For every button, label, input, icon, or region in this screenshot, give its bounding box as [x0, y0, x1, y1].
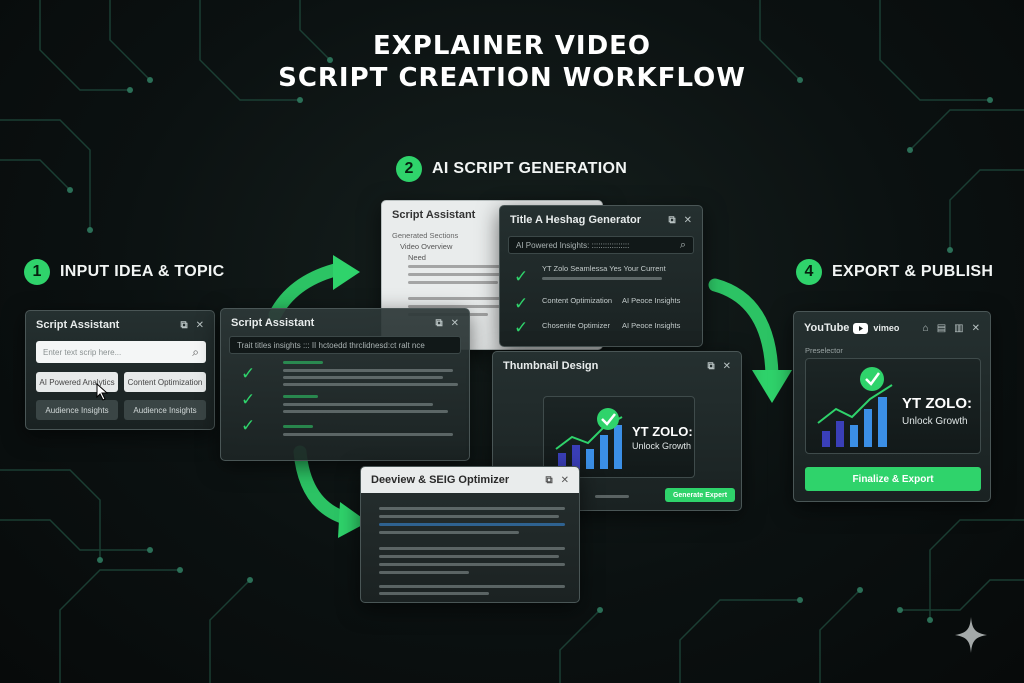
window-icon[interactable]: ⧉: [668, 214, 676, 226]
review-window: Deeview & SEIG Optimizer ⧉ ✕: [360, 466, 580, 603]
window-icon[interactable]: ⧉: [545, 474, 553, 486]
check-icon: ✓: [241, 364, 256, 383]
title-search-input[interactable]: AI Powered Insights: ::::::::::::::::: ⌕: [508, 236, 694, 254]
search-input[interactable]: Enter text scrip here... ⌕: [36, 341, 206, 363]
title-row-1: YT Zolo Seamlessa Yes Your Current: [542, 264, 666, 273]
growth-chart-icon: [817, 367, 893, 447]
step-number: 4: [796, 259, 822, 285]
input-window: Script Assistant ⧉ ✕ Enter text scrip he…: [25, 310, 215, 430]
title-generator-window: Title A Heshag Generator ⧉ ✕ AI Powered …: [499, 205, 703, 347]
window-title: Script Assistant: [231, 317, 315, 329]
section-item: Need: [408, 253, 426, 262]
close-icon[interactable]: ✕: [971, 322, 980, 334]
export-window: YouTube vimeo ⌂ ▤ ▥ ✕ Preselector YT ZOL…: [793, 311, 991, 502]
close-icon[interactable]: ✕: [722, 360, 731, 372]
step-4: 4 EXPORT & PUBLISH: [796, 259, 993, 285]
step-label: AI SCRIPT GENERATION: [432, 160, 628, 177]
title-row-3: Chosenite Optimizer: [542, 321, 610, 330]
check-icon: ✓: [241, 390, 256, 409]
close-icon[interactable]: ✕: [195, 319, 204, 331]
step-number: 2: [396, 156, 422, 182]
close-icon[interactable]: ✕: [450, 317, 459, 329]
finalize-export-button[interactable]: Finalize & Export: [805, 467, 981, 491]
window-icon[interactable]: ⧉: [435, 317, 443, 329]
window-title: Script Assistant: [36, 319, 120, 331]
thumbnail-headline: YT ZOLO:: [632, 424, 693, 439]
close-icon[interactable]: ✕: [683, 214, 692, 226]
step-label: INPUT IDEA & TOPIC: [60, 263, 225, 280]
chip-content-optimization[interactable]: Content Optimization: [124, 372, 206, 392]
search-icon[interactable]: ⌕: [192, 344, 199, 359]
script-assistant-dark: Script Assistant ⧉ ✕ Trait titles insigh…: [220, 308, 470, 461]
check-icon: ✓: [514, 267, 529, 286]
window-title: Deeview & SEIG Optimizer: [371, 474, 510, 486]
chip-audience-insights-2[interactable]: Audience Insights: [124, 400, 206, 420]
window-title: Title A Heshag Generator: [510, 214, 642, 226]
title-row-2-tag: AI Peoce Insights: [622, 296, 681, 305]
cursor-icon: [96, 383, 109, 401]
script-search-input[interactable]: Trait titles insights ::: II hctoedd thr…: [229, 336, 461, 354]
check-icon: ✓: [241, 416, 256, 435]
close-icon[interactable]: ✕: [560, 474, 569, 486]
generate-button[interactable]: Generate Expert: [665, 488, 735, 502]
search-placeholder: Enter text scrip here...: [43, 347, 122, 357]
title-row-2: Content Optimization: [542, 296, 613, 305]
title-line-1: EXPLAINER VIDEO: [372, 31, 652, 61]
chip-audience-insights[interactable]: Audience Insights: [36, 400, 118, 420]
search-text: Trait titles insights ::: II hctoedd thr…: [237, 340, 425, 350]
step-1: 1 INPUT IDEA & TOPIC: [24, 259, 225, 285]
sparkle-icon: [955, 617, 987, 653]
section-item: Video Overview: [400, 242, 453, 251]
title-line-2: SCRIPT CREATION WORKFLOW: [278, 63, 746, 93]
window-icon[interactable]: ⧉: [707, 360, 715, 372]
step-2: 2 AI SCRIPT GENERATION: [396, 156, 627, 182]
home-icon[interactable]: ⌂: [922, 322, 929, 334]
section-label: Preselector: [805, 346, 843, 355]
youtube-icon[interactable]: [853, 322, 869, 334]
export-headline: YT ZOLO:: [902, 395, 972, 412]
document-icon[interactable]: ▤: [936, 322, 947, 334]
thumbnail-preview: YT ZOLO: Unlock Growth: [543, 396, 695, 478]
export-sub: Unlock Growth: [902, 416, 968, 427]
window-icon[interactable]: ⧉: [180, 319, 188, 331]
growth-chart-icon: [555, 408, 623, 469]
export-preview: YT ZOLO: Unlock Growth: [805, 358, 981, 454]
check-icon: ✓: [514, 318, 529, 337]
search-text: AI Powered Insights: :::::::::::::::::: [516, 240, 630, 250]
section-heading: Generated Sections: [392, 231, 459, 240]
thumbnail-sub: Unlock Growth: [632, 441, 692, 451]
check-icon: ✓: [514, 294, 529, 313]
youtube-label: YouTube: [804, 322, 850, 334]
step-label: EXPORT & PUBLISH: [832, 263, 994, 280]
window-title: Script Assistant: [392, 209, 476, 221]
window-title: Thumbnail Design: [503, 360, 599, 372]
search-icon[interactable]: ⌕: [679, 238, 686, 251]
document-icon[interactable]: ▥: [954, 322, 964, 334]
vimeo-label: vimeo: [873, 323, 900, 333]
title-row-3-tag: AI Peoce Insights: [622, 321, 681, 330]
step-number: 1: [24, 259, 50, 285]
